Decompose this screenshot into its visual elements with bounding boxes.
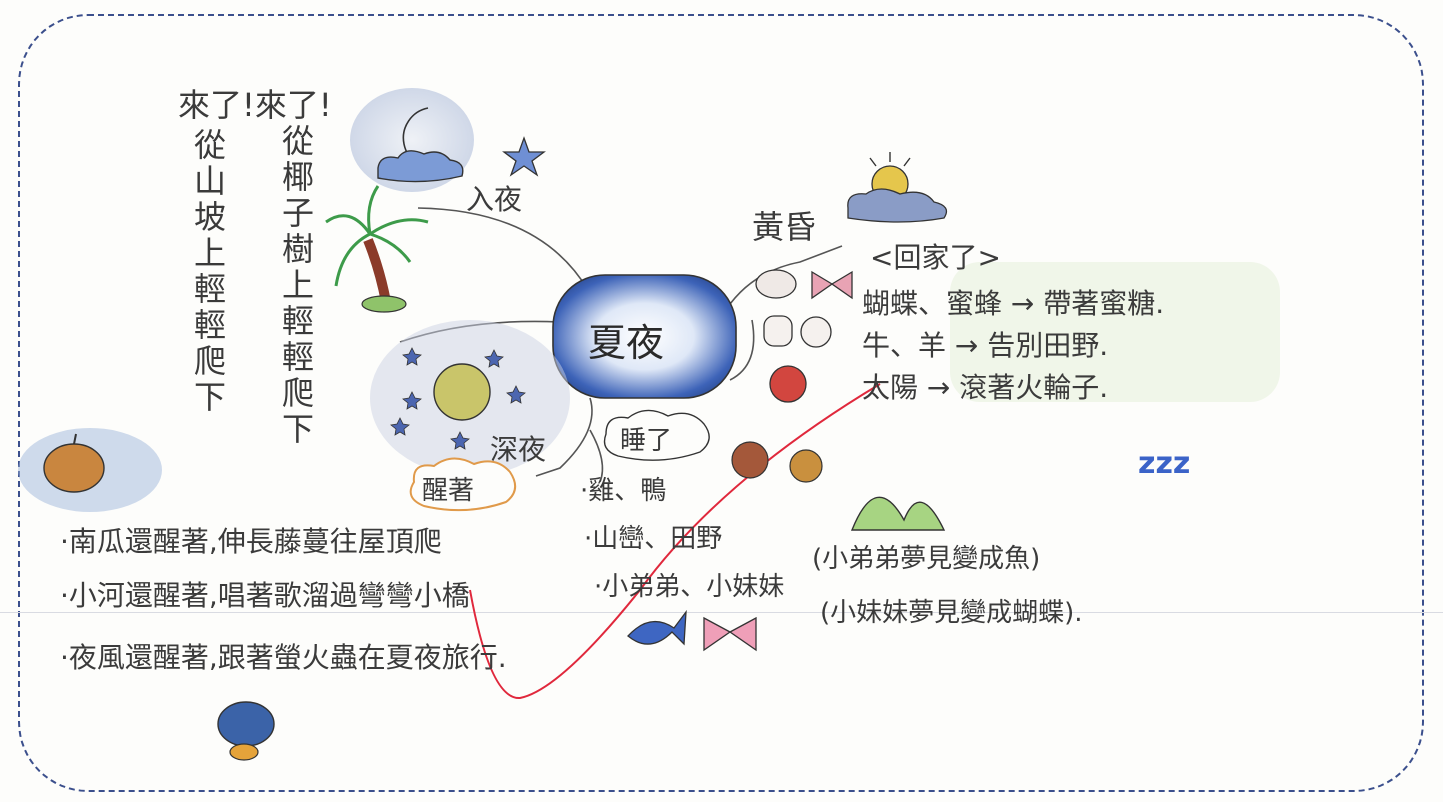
column-coconut-text: 從椰子樹上輕輕爬下	[277, 124, 315, 448]
full-moon-icon	[433, 363, 491, 421]
awake-line-river: ·小河還醒著,唱著歌溜過彎彎小橋	[60, 579, 470, 612]
awake-line-wind: ·夜風還醒著,跟著螢火蟲在夏夜旅行.	[60, 641, 507, 674]
butterfly-dusk-icon	[811, 270, 853, 300]
pumpkin-icon	[43, 443, 105, 493]
branch-night-fall: 入夜	[466, 183, 523, 216]
center-topic: 夏夜	[588, 321, 665, 365]
dusk-cloud-icon	[847, 188, 948, 223]
mountain-icon	[850, 496, 946, 531]
paper-fold-line	[0, 612, 1443, 613]
small-stars	[390, 347, 526, 450]
dashed-frame	[18, 14, 1424, 792]
island-icon	[361, 295, 407, 313]
branch-deep-night: 深夜	[490, 433, 547, 466]
sleep-item-chicken-duck: ·雞、鴨	[580, 476, 667, 506]
sun-rays	[869, 152, 911, 167]
dusk-highlight	[950, 262, 1280, 402]
bee-icon	[755, 269, 797, 299]
line-dusk-lower	[729, 319, 755, 381]
sleep-item-children: ·小弟弟、小妹妹	[594, 572, 785, 602]
awake-label: 醒著	[422, 476, 475, 506]
title-shout: 來了!來了!	[178, 86, 332, 124]
awake-line-pumpkin: ·南瓜還醒著,伸長藤蔓往屋頂爬	[60, 525, 442, 558]
line-night-fall	[417, 207, 589, 291]
dusk-line-2: 牛、羊 → 告別田野.	[862, 329, 1109, 362]
column-hill-text: 從山坡上輕輕爬下	[189, 128, 227, 416]
center-bubble	[552, 274, 737, 399]
chicken-icon	[731, 441, 769, 479]
dream-sister: (小妹妹夢見變成蝴蝶).	[820, 598, 1083, 628]
dusk-line-1: 蝴蝶、蜜蜂 → 帶著蜜糖.	[862, 287, 1165, 320]
dusk-line-3: 太陽 → 滾著火輪子.	[862, 371, 1109, 404]
star-icon	[502, 136, 546, 177]
sleep-cloud	[603, 409, 710, 461]
sun-wheel-icon	[769, 365, 807, 403]
cloud-icon	[377, 150, 464, 183]
sleep-label: 睡了	[620, 426, 673, 456]
dusk-label: <回家了>	[870, 241, 1001, 274]
line-sleep	[589, 429, 604, 483]
duck-icon	[789, 449, 823, 483]
palm-tree-icon	[325, 185, 429, 287]
palm-trunk	[363, 238, 391, 303]
awake-cloud	[409, 457, 517, 512]
sleep-item-mountains: ·山巒、田野	[584, 524, 723, 554]
branch-dusk: 黃昏	[752, 208, 817, 246]
butterfly-icon	[703, 616, 757, 652]
cow-icon	[763, 315, 793, 347]
firefly-icon	[217, 701, 275, 747]
firefly-light	[229, 743, 259, 761]
line-deep-night	[535, 397, 593, 477]
fish-icon	[627, 609, 687, 646]
sheep-icon	[800, 316, 832, 348]
dream-brother: (小弟弟夢見變成魚)	[812, 544, 1041, 574]
zzz-text: zzz	[1138, 446, 1191, 481]
